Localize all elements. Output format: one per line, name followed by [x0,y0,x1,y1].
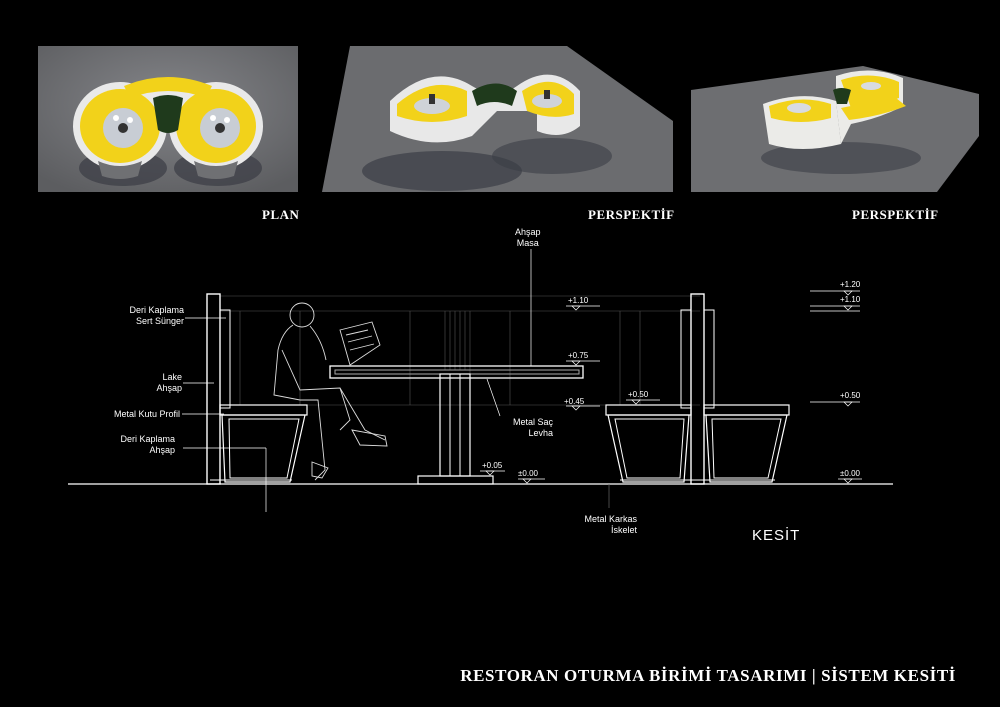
label-line: Lake [162,372,182,382]
label-ahsap-masa: Ahşap Masa [515,227,541,249]
level-005: +0.05 [482,461,503,470]
section-label: KESİT [752,527,801,544]
label-line: Levha [528,428,553,438]
label-line: Metal Karkas [584,514,637,524]
label-lake-ahsap: Lake Ahşap [156,372,182,394]
label-line: Ahşap [156,383,182,393]
level-110-right: +1.10 [840,295,861,304]
level-120-right: +1.20 [840,280,861,289]
label-metal-kutu-profil: Metal Kutu Profil [113,409,180,419]
label-line: Ahşap [149,445,175,455]
level-110-left: +1.10 [568,296,589,305]
level-050-seat: +0.50 [628,390,649,399]
label-deri-kaplama-ahsap: Deri Kaplama Ahşap [120,434,175,456]
caption-perspektif-1: PERSPEKTİF [588,207,675,222]
level-075: +0.75 [568,351,589,360]
level-000-center: ±0.00 [518,469,538,478]
label-line: Deri Kaplama [129,305,184,315]
perspective-render-1 [322,46,673,192]
label-line: Metal Saç [512,417,553,427]
label-line: Sert Sünger [135,316,184,326]
label-line: Ahşap [515,227,541,237]
level-000-right: ±0.00 [840,469,860,478]
perspective-render-2 [691,46,979,192]
sheet-title: RESTORAN OTURMA BİRİMİ TASARIMI | SİSTEM… [460,666,956,685]
label-line: İskelet [610,525,637,535]
label-line: Masa [516,238,539,248]
label-metal-sac-levha: Metal Saç Levha [513,417,553,439]
label-metal-karkas-iskelet: Metal Karkas İskelet [584,514,637,536]
label-deri-kaplama-sert-sunger: Deri Kaplama Sert Sünger [129,305,184,327]
caption-plan: PLAN [262,207,300,222]
level-050-right: +0.50 [840,391,861,400]
label-line: Deri Kaplama [120,434,175,444]
caption-perspektif-2: PERSPEKTİF [852,207,939,222]
level-045: +0.45 [564,397,585,406]
plan-render [38,46,298,192]
